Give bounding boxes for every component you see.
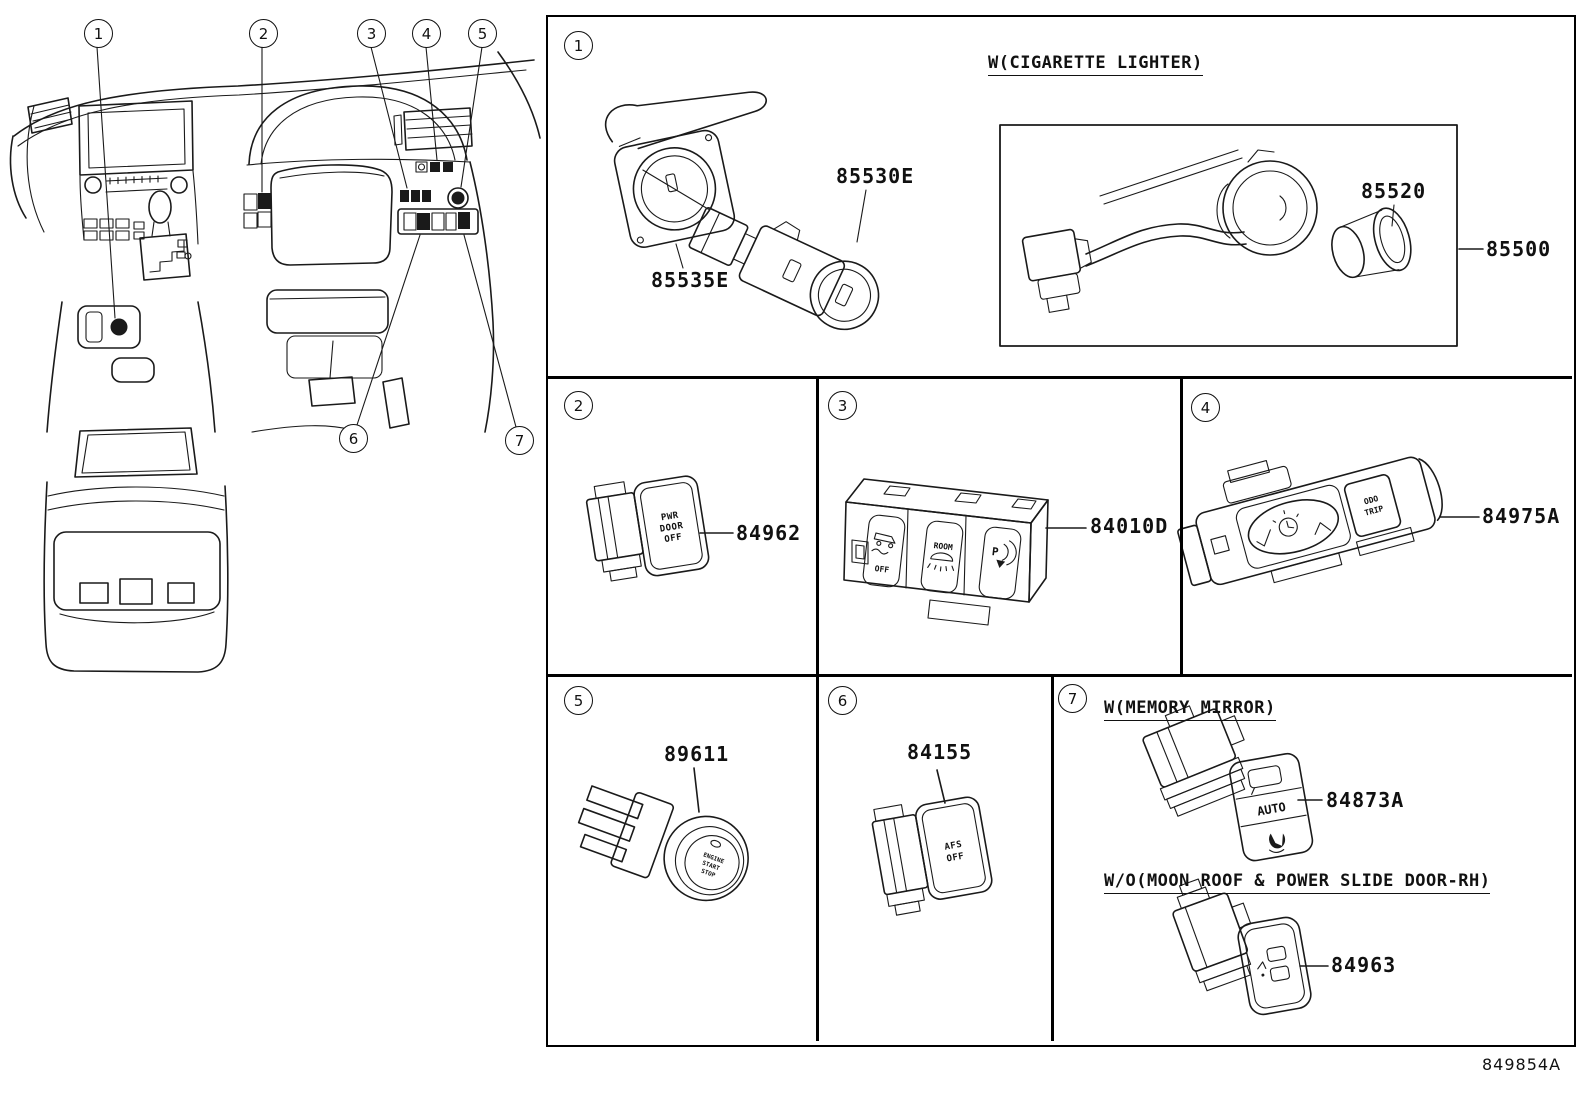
row-divider-1: [546, 376, 1572, 379]
cell6-number: 6: [828, 686, 857, 715]
leader-85535E: [675, 243, 684, 269]
nav-screen: [78, 100, 194, 176]
right-vent-icon: [393, 107, 473, 151]
col-divider-r2b: [1180, 377, 1183, 676]
lighter-element-drawing: [688, 207, 880, 331]
col-divider-r3a: [816, 675, 819, 1041]
svg-text:P: P: [991, 545, 999, 559]
audio-panel: [84, 175, 188, 194]
svg-text:OFF: OFF: [664, 532, 683, 545]
variant-cigarette-lighter: W(CIGARETTE LIGHTER): [988, 53, 1203, 76]
part-label-85530E: 85530E: [836, 164, 915, 188]
power-outlet-socket-drawing: [605, 91, 767, 248]
callout1-target-switch: [110, 318, 128, 336]
memory-mirror-switch-drawing: AUTO: [1142, 705, 1314, 862]
dashboard-illustration: [9, 46, 541, 673]
callout3-target-switches: [400, 190, 431, 202]
callout6-7-target-switchrow: [397, 208, 479, 235]
callout2-target-switches: [243, 193, 272, 229]
row-divider-2: [546, 674, 1572, 677]
afs-off-label: AFS: [944, 840, 963, 853]
part-label-84963: 84963: [1331, 953, 1397, 977]
lighter-assembly-drawing: [1021, 149, 1412, 313]
leader-85520: [1391, 204, 1395, 227]
leader-89611: [693, 767, 700, 813]
part-label-85520: 85520: [1361, 179, 1427, 203]
sonar-rocker: P: [978, 526, 1022, 600]
vsc-off-rocker: OFF: [862, 514, 906, 588]
auto-label: AUTO: [1256, 800, 1287, 819]
variant-wo-moonroof: W/O(MOON ROOF & POWER SLIDE DOOR-RH): [1104, 871, 1491, 894]
clock-icon: [1272, 510, 1299, 537]
power-door-switch-drawing: PWR DOOR OFF: [585, 475, 710, 582]
svg-text:OFF: OFF: [946, 852, 965, 865]
cell4-number: 4: [1191, 393, 1220, 422]
part-label-85500: 85500: [1486, 237, 1552, 261]
cell1-art: [605, 91, 1484, 347]
pwr-door-off-label: PWR: [660, 511, 679, 524]
slide-door-switch-drawing: [1172, 878, 1312, 1016]
assembly-box: [999, 124, 1458, 347]
cell7-number: 7: [1058, 684, 1087, 713]
odo-trip-switch-drawing: ODO TRIP: [1177, 456, 1443, 587]
part-label-84155: 84155: [907, 740, 973, 764]
lighter-knob-drawing: [1331, 207, 1412, 279]
part-label-84873A: 84873A: [1326, 788, 1405, 812]
dash-callout-6: 6: [339, 424, 368, 453]
dash-callout-2: 2: [249, 19, 278, 48]
afs-off-switch-drawing: AFS OFF: [871, 796, 993, 916]
col-divider-r3b: [1051, 675, 1054, 1041]
cell2-number: 2: [564, 391, 593, 420]
dash-callout-1: 1: [84, 19, 113, 48]
sonar-waves-icon: [996, 540, 1017, 568]
part-label-84010D: 84010D: [1090, 514, 1169, 538]
part-label-84962: 84962: [736, 521, 802, 545]
dash-callout-4: 4: [412, 19, 441, 48]
cell5-number: 5: [564, 686, 593, 715]
leader-84155: [936, 769, 946, 804]
room-lamp-icon: [927, 552, 955, 572]
part-label-85535E: 85535E: [651, 268, 730, 292]
leader-85530E: [856, 189, 867, 243]
callout4-target-switches: [415, 161, 453, 173]
mirror-fold-icon: [1269, 833, 1286, 853]
gear-shifter: [139, 190, 192, 281]
mirror-select-icon: [1247, 765, 1283, 795]
combination-switch-drawing: OFF ROOM P: [843, 478, 1049, 626]
odo-trip-label: ODO: [1363, 494, 1379, 506]
pedals: [251, 340, 410, 433]
svg-text:OFF: OFF: [874, 564, 890, 575]
dash-callout-5: 5: [468, 19, 497, 48]
callout5-target-knob: [447, 187, 469, 209]
svg-text:STOP: STOP: [700, 868, 716, 880]
room-lamp-rocker: ROOM: [920, 520, 964, 594]
check-arrow-icon: [1256, 529, 1271, 547]
col-divider-r2a: [816, 377, 819, 676]
callout-leader-lines: [96, 46, 517, 428]
part-label-89611: 89611: [664, 742, 730, 766]
hvac-buttons: [83, 218, 145, 241]
parts-table-border: [546, 15, 1576, 1047]
cell3-number: 3: [828, 391, 857, 420]
svg-text:DOOR: DOOR: [659, 521, 684, 535]
lower-console-panel: [77, 305, 155, 383]
variant-memory-mirror: W(MEMORY MIRROR): [1104, 698, 1276, 721]
vsc-off-icon: [871, 532, 896, 555]
left-vent-icon: [27, 97, 73, 134]
up-arrow-icon: [1314, 522, 1332, 535]
svg-text:ROOM: ROOM: [933, 541, 953, 552]
slide-door-icon: [1257, 945, 1290, 982]
dash-callout-3: 3: [357, 19, 386, 48]
start-stop-switch-drawing: ENGINE START STOP: [577, 785, 749, 902]
part-label-84975A: 84975A: [1482, 504, 1561, 528]
cell1-number: 1: [564, 31, 593, 60]
drawing-number: 849854A: [1482, 1055, 1562, 1074]
rear-console: [43, 481, 229, 673]
dash-callout-7: 7: [505, 426, 534, 455]
